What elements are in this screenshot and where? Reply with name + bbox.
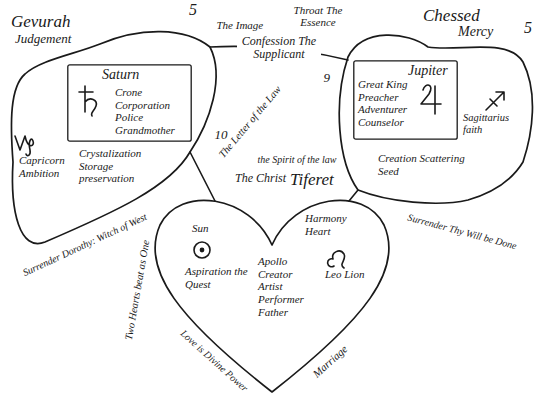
gevurah-shape: GevurahJudgementCapricorn AmbitionCrysta… (5, 12, 220, 252)
planet-box: JupiterGreat King Preacher Adventurer Co… (353, 60, 458, 140)
sagittarius-glyph (486, 92, 504, 110)
node-text: Leo Lion (325, 268, 365, 281)
edge-label: Confession The Supplicant (237, 34, 321, 64)
box-outline (68, 65, 191, 141)
sun-glyph-dot (200, 248, 203, 251)
channel-line (349, 190, 358, 201)
border-label: Throat The Essence (287, 4, 349, 29)
chessed-shape: ChessedMercySagittarius faithCreation Sc… (318, 2, 538, 212)
node-text: Judgement (15, 32, 71, 47)
node-text: Chessed (423, 6, 480, 26)
node-text: Great King Preacher Adventurer Counselor (358, 78, 418, 129)
node-text: Mercy (458, 24, 493, 40)
shape-outline (339, 35, 532, 203)
node-text: Crone Corporation Police Grandmother (115, 86, 187, 137)
saturn-glyph (79, 86, 96, 116)
node-text: The Christ (235, 172, 286, 186)
box-outline (354, 61, 457, 139)
node-text: Harmony Heart (305, 212, 360, 237)
border-label: The Image (217, 19, 264, 32)
leo-glyph (328, 251, 345, 268)
node-text: Apollo Creator Artist Performer Father (258, 255, 314, 318)
shape-outline (155, 200, 389, 392)
border-label: 5 (189, 1, 197, 19)
channel-line (190, 152, 215, 201)
border-label: the Spirit of the law (258, 154, 337, 166)
shape-outline (11, 32, 216, 244)
sun-glyph (194, 242, 210, 258)
node-text: Tiferet (290, 170, 334, 190)
border-label: 9 (324, 71, 331, 86)
node-text: Crystalization Storage preservation (79, 147, 159, 185)
node-text: Capricorn Ambition (19, 154, 73, 179)
node-text: Sun (192, 222, 209, 235)
planet-box: SaturnCrone Corporation Police Grandmoth… (67, 64, 192, 142)
node-text: Saturn (102, 67, 139, 83)
border-label: Love is Divine Power (178, 328, 250, 394)
node-outline (5, 12, 220, 252)
node-text: Jupiter (408, 63, 448, 79)
jupiter-glyph (421, 85, 441, 114)
node-text: Gevurah (11, 12, 70, 32)
node-text: Sagittarius faith (463, 112, 525, 136)
border-label: 5 (524, 19, 532, 37)
node-outline (318, 2, 538, 212)
node-text: Aspiration the Quest (185, 265, 251, 290)
heart-shape: The Christ TiferetHarmony Heart SunAspirat… (140, 160, 405, 398)
border-label: Marriage (310, 342, 350, 380)
node-text: Creation Scattering Seed (378, 152, 478, 177)
border-label: Surrender Dorothy: Witch of West (21, 211, 149, 279)
border-label: The Letter of the Law (217, 84, 284, 161)
border-label: Two Hearts beat as One (122, 239, 151, 341)
border-label: Surrender Thy Will be Done (406, 212, 518, 252)
capricorn-glyph (15, 136, 33, 156)
